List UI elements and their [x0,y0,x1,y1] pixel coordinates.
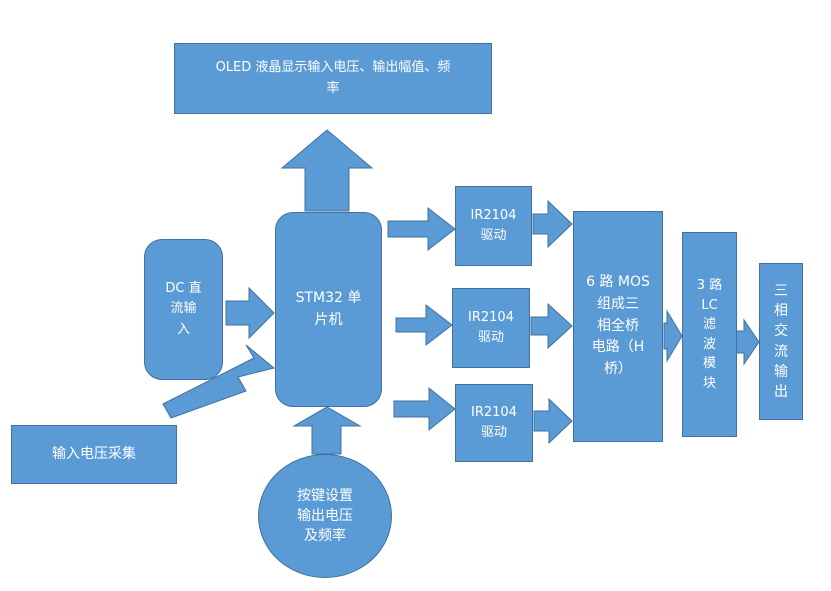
output-label-line-2: 相 [774,302,788,319]
arrow-mcu-to-driver1 [387,206,456,252]
driver-1-label-line-2: 驱动 [480,228,507,243]
key-setting-label-line-2: 输出电压 [297,507,353,524]
arrow-keys-to-mcu [292,406,362,455]
mos-bridge-label-line-1: 6 路 MOS [586,274,650,291]
arrow-driver2-to-bridge [530,302,573,350]
arrow-driver1-to-bridge [532,199,573,249]
driver-3-label-line-2: 驱动 [480,425,507,440]
mos-bridge-label-line-5: 桥） [603,361,632,378]
mcu-label-line-1: STM32 单 [295,289,362,306]
voltage-sampling-label: 输入电压采集 [52,445,136,462]
mos-bridge-label-line-2: 组成三 [596,295,639,312]
lc-filter-label-line-1: 3 路 [696,278,723,293]
output-label-line-4: 流 [774,343,788,360]
lc-filter-label-line-5: 模 [702,356,716,371]
oled-display-label-line-1: OLED 液晶显示输入电压、输出幅值、频 [215,60,451,76]
arrow-bridge-to-filter [663,309,683,363]
lc-filter-label-line-4: 波 [702,336,716,352]
mcu-box: STM32 单片机 [275,212,382,407]
mcu-label-line-2: 片机 [314,311,343,328]
output-label-line-3: 交 [774,323,788,340]
lc-filter-label-line-3: 滤 [702,317,716,332]
arrow-mcu-to-driver3 [393,386,456,432]
key-setting-label-line-3: 及频率 [304,528,346,545]
key-setting-ellipse: 按键设置输出电压及频率 [258,454,392,578]
key-setting-label-line-1: 按键设置 [297,487,353,504]
lc-filter-label-line-2: LC [701,297,718,313]
dc-input-label-line-1: DC 直 [165,281,202,297]
driver-2-box: IR2104 驱动 [452,288,530,368]
arrow-dc-to-mcu [225,286,275,340]
output-label-line-6: 出 [774,384,788,401]
mos-bridge-box: 6 路 MOS 组成三相全桥电路（H 桥） [573,211,663,442]
driver-3-label-line-1: IR2104 [471,404,517,420]
mos-bridge-label-line-4: 电路（H [591,339,645,356]
lc-filter-box: 3 路 LC 滤波模块 [682,232,737,437]
driver-2-label-line-2: 驱动 [477,330,504,345]
output-label-line-1: 三 [774,282,788,299]
dc-input-label-line-2: 流输 [170,301,197,317]
mos-bridge-label-line-3: 相全桥 [596,317,639,334]
oled-display-box: OLED 液晶显示输入电压、输出幅值、频率 [174,43,492,114]
driver-1-box: IR2104 驱动 [455,186,532,266]
driver-1-label-line-1: IR2104 [470,207,517,223]
dc-input-box: DC 直流输入 [144,239,223,380]
arrow-sampling-to-mcu [162,344,276,419]
driver-2-label-line-1: IR2104 [468,309,514,325]
arrow-mcu-to-driver2 [395,303,453,347]
three-phase-output-box: 三相交流输出 [759,263,803,420]
dc-input-label-line-3: 入 [176,321,190,337]
output-label-line-5: 输 [774,363,788,380]
arrow-filter-to-output [735,318,760,366]
arrow-driver3-to-bridge [533,397,573,445]
arrow-mcu-to-oled [280,129,374,212]
lc-filter-label-line-6: 块 [702,375,716,391]
voltage-sampling-box: 输入电压采集 [11,425,177,484]
oled-display-label-line-2: 率 [326,80,340,96]
driver-3-box: IR2104 驱动 [455,384,533,462]
